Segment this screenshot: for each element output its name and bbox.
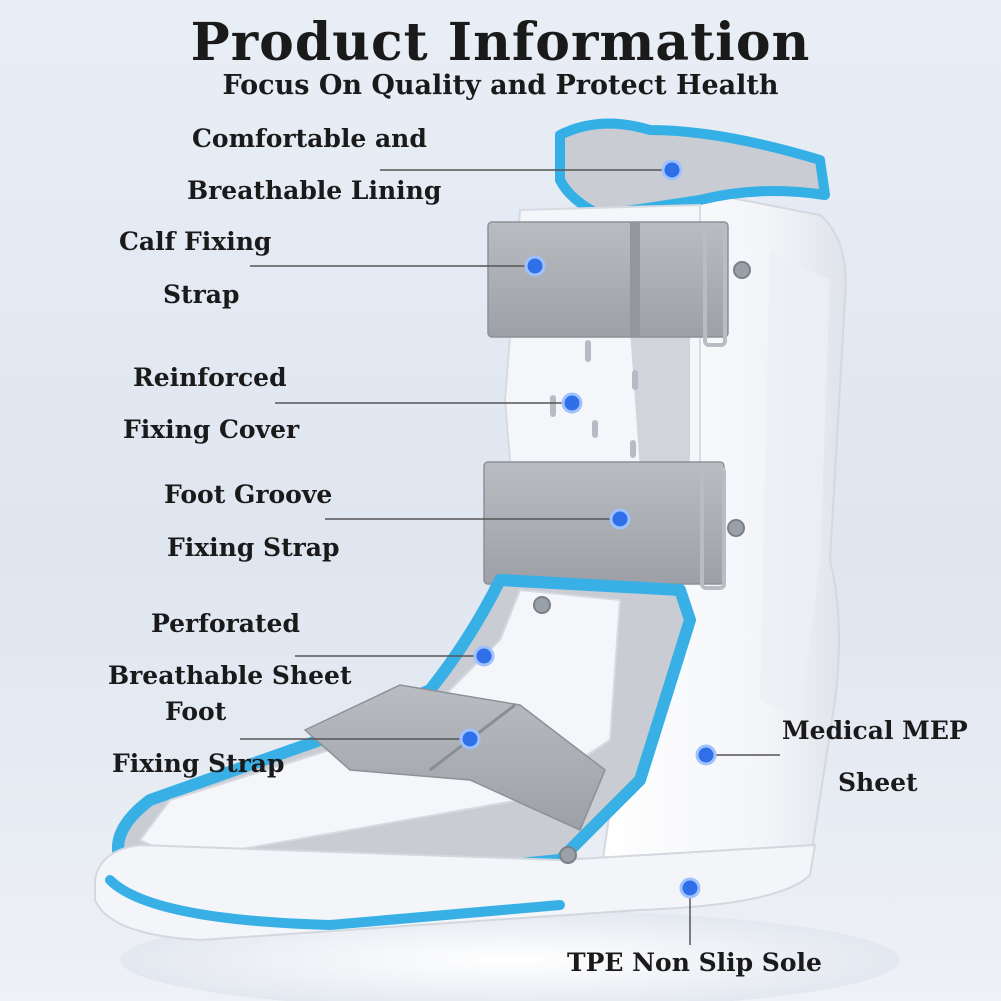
cover-inner-lining: [630, 330, 690, 470]
dot-foot-groove: [609, 508, 631, 530]
page-subtitle: Focus On Quality and Protect Health: [222, 70, 779, 101]
label-lining-1: Comfortable and: [192, 124, 427, 153]
label-sole: TPE Non Slip Sole: [567, 948, 822, 977]
dot-perforated: [473, 645, 495, 667]
foot-groove-strap: [483, 461, 725, 585]
label-lining-2: Breathable Lining: [187, 176, 442, 205]
label-cover-1: Reinforced: [133, 363, 287, 392]
dot-calf-strap: [524, 255, 546, 277]
callout-dots: [459, 159, 717, 899]
label-mep-2: Sheet: [838, 768, 918, 797]
label-perforated-1: Perforated: [151, 609, 300, 638]
page-title: Product Information: [190, 12, 811, 73]
dot-foot-strap: [459, 728, 481, 750]
sole-blue-edge: [105, 875, 565, 931]
label-cover-2: Fixing Cover: [123, 415, 300, 444]
vent-slots: [550, 340, 638, 458]
dot-cover: [561, 392, 583, 414]
label-calf-strap-1: Calf Fixing: [119, 227, 272, 256]
dot-sole: [679, 877, 701, 899]
label-calf-strap-2: Strap: [163, 280, 240, 309]
sole: [94, 843, 817, 942]
label-foot-groove-2: Fixing Strap: [167, 533, 340, 562]
dot-lining: [661, 159, 683, 181]
label-perforated-2: Breathable Sheet: [108, 661, 352, 690]
label-foot-groove-1: Foot Groove: [164, 480, 333, 509]
shell-side-panel: [760, 250, 830, 720]
label-foot-strap-2: Fixing Strap: [112, 749, 285, 778]
dot-mep: [695, 744, 717, 766]
label-foot-strap-1: Foot: [165, 697, 227, 726]
label-mep-1: Medical MEP: [782, 716, 968, 745]
foot-fixing-strap: [303, 684, 606, 832]
calf-strap: [487, 221, 729, 338]
